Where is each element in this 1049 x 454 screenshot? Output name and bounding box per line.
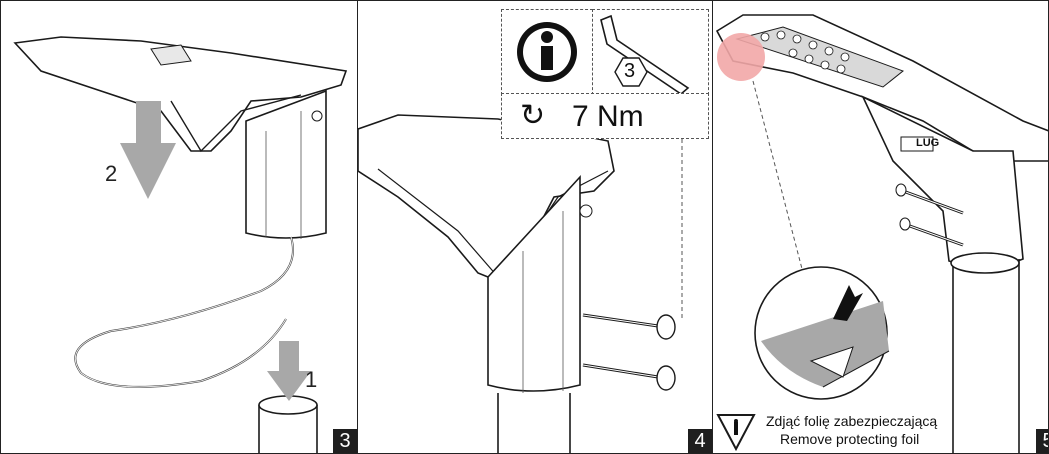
panel-step-5: LUG Zdjąć folię zabezpieczającą Remove p…: [712, 0, 1049, 454]
hex-key-icon: [600, 14, 690, 94]
step-3-illustration: [13, 36, 348, 453]
hex-key-size: 3: [624, 60, 636, 82]
panel-step-3: 2 1 3: [0, 0, 358, 454]
torque-cell: ↻ 7 Nm: [501, 93, 709, 139]
step-number: 3: [333, 429, 357, 453]
info-icon: [517, 22, 577, 82]
warning-note: Zdjąć folię zabezpieczającą Remove prote…: [716, 413, 976, 451]
tool-info-box: 3 ↻ 7 Nm: [501, 9, 709, 139]
step-number: 4: [688, 429, 712, 453]
step-5-illustration: [715, 14, 1048, 453]
arrow-label-1: 1: [305, 367, 318, 392]
info-cell: [501, 9, 593, 95]
warning-text-en: Remove protecting foil: [780, 431, 920, 447]
panel-step-4: 3 ↻ 7 Nm 4: [357, 0, 713, 454]
warning-icon: [716, 414, 756, 451]
warning-text-pl: Zdjąć folię zabezpieczającą: [766, 413, 938, 429]
step-number: 5: [1036, 429, 1048, 453]
logo-badge-graphic: [900, 136, 934, 152]
torque-value: 7 Nm: [572, 100, 644, 133]
rotate-icon: ↻: [520, 99, 546, 132]
hex-key-cell: 3: [592, 9, 709, 95]
brand-logo: LUG: [916, 137, 940, 149]
arrow-label-2: 2: [105, 161, 118, 186]
